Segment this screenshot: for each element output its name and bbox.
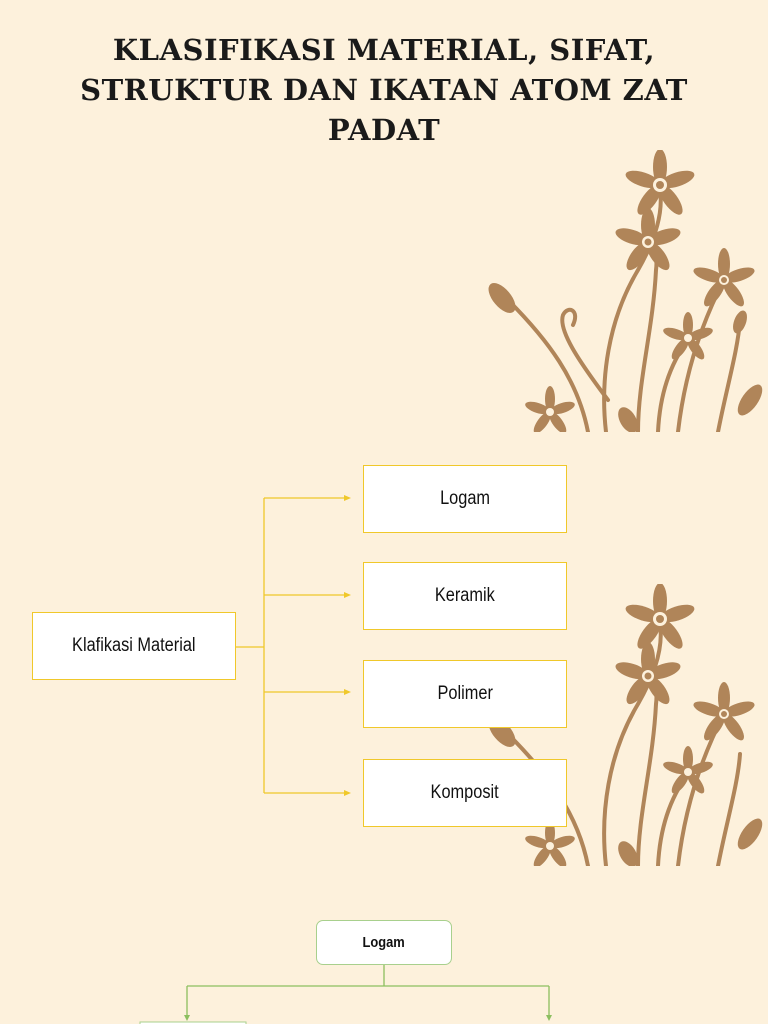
classification-slide: Klafikasi Material Logam Keramik Polimer… [0, 432, 768, 866]
slide-title: KLASIFIKASI MATERIAL, SIFAT, STRUKTUR DA… [80, 33, 688, 147]
child-node-label: Komposit [430, 782, 500, 803]
root-node-box: Klafikasi Material [32, 612, 236, 680]
child-node-label: Keramik [435, 585, 495, 606]
child-node-polimer: Polimer [363, 660, 567, 728]
title-slide: KLASIFIKASI MATERIAL, SIFAT, STRUKTUR DA… [0, 0, 768, 432]
child-node-keramik: Keramik [363, 562, 567, 630]
top-node-label: Logam [362, 934, 406, 951]
child-node-logam: Logam [363, 465, 567, 533]
logam-slide: Logam [0, 866, 768, 1024]
root-node-label: Klafikasi Material [72, 635, 196, 656]
top-node-box: Logam [316, 920, 452, 965]
child-node-komposit: Komposit [363, 759, 567, 827]
floral-ornament-icon [488, 150, 763, 432]
child-node-label: Logam [440, 488, 490, 509]
child-node-label: Polimer [437, 683, 493, 704]
